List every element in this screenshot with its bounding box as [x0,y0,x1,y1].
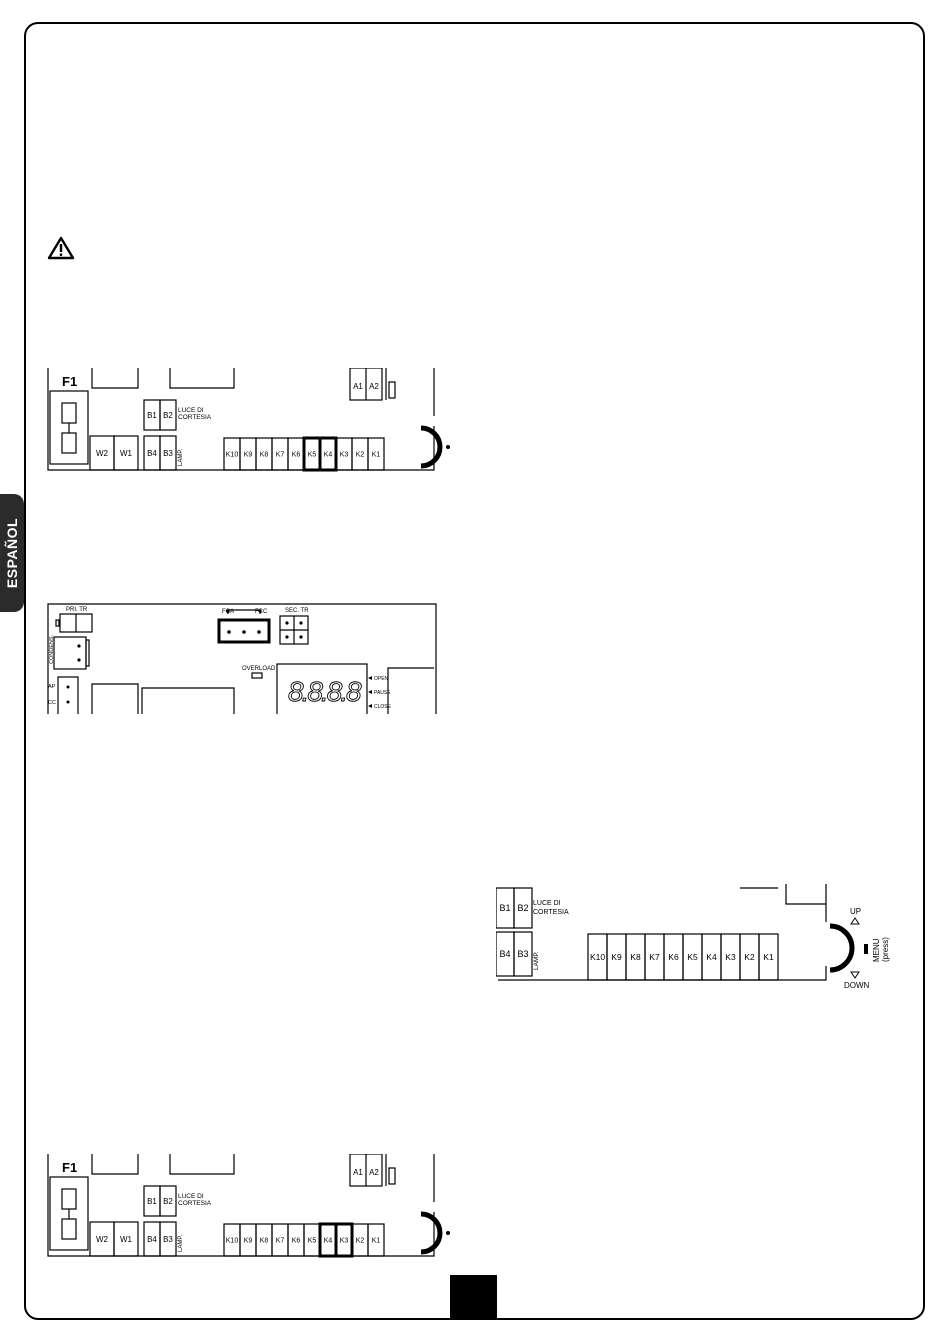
fcc-label: FCC [255,609,268,615]
up-label: UP [850,907,861,916]
terminal-k3: K3 [340,1238,349,1245]
luce-label-line1: LUCE DI [178,407,204,414]
terminal-b4: B4 [147,449,157,458]
terminal-w2: W2 [96,449,109,458]
terminal-k1: K1 [763,952,774,962]
terminal-k1: K1 [372,452,381,459]
terminal-k8: K8 [630,952,641,962]
terminal-a2: A2 [369,382,379,391]
luce-label-line2: CORTESIA [533,909,569,916]
luce-label-line1: LUCE DI [178,1193,204,1200]
terminal-k10: K10 [590,952,605,962]
terminal-k3: K3 [725,952,736,962]
terminal-k5: K5 [308,1238,317,1245]
fuse-label: F1 [62,374,77,389]
terminal-k8: K8 [260,452,269,459]
overload-label: OVERLOAD [242,666,276,672]
open-label: OPEN [374,676,389,682]
terminal-b1: B1 [147,411,157,420]
terminal-k10: K10 [226,452,239,459]
terminal-b1: B1 [147,1197,157,1206]
terminal-b1: B1 [499,903,510,913]
warning-triangle-icon [47,236,75,260]
luce-label-line2: CORTESIA [178,414,212,421]
pause-label: PAUSE [374,690,391,696]
terminal-b4: B4 [499,949,510,959]
terminal-k1: K1 [372,1238,381,1245]
terminal-b3: B3 [517,949,528,959]
terminal-k2: K2 [356,452,365,459]
terminal-w2: W2 [96,1235,109,1244]
ap-label: AP [48,684,56,690]
terminal-b2: B2 [517,903,528,913]
terminal-k4: K4 [706,952,717,962]
terminal-w1: W1 [120,1235,133,1244]
terminal-b3: B3 [163,449,173,458]
cc-label: CC [48,700,56,706]
terminal-k4: K4 [324,452,333,459]
terminal-a1: A1 [353,1168,363,1177]
luce-label-line2: CORTESIA [178,1200,212,1207]
terminal-b2: B2 [163,411,173,420]
seven-segment-display: 8.8.8.8 [288,676,362,707]
terminal-w1: W1 [120,449,133,458]
condens-label: CONDENS. [49,634,55,664]
close-label: CLOSE [374,704,392,710]
terminal-k6: K6 [668,952,679,962]
terminal-k2: K2 [356,1238,365,1245]
terminal-k9: K9 [611,952,622,962]
terminal-k9: K9 [244,1238,253,1245]
press-label: (press) [881,937,890,962]
terminal-k5: K5 [687,952,698,962]
terminal-a2: A2 [369,1168,379,1177]
terminal-k8: K8 [260,1238,269,1245]
terminal-k10: K10 [226,1238,239,1245]
terminal-k3: K3 [340,452,349,459]
language-tab-label: ESPAÑOL [4,517,20,589]
terminal-k2: K2 [744,952,755,962]
terminal-k6: K6 [292,1238,301,1245]
pri-tr-label: PRI. TR [66,607,88,613]
terminal-k4: K4 [324,1238,333,1245]
fca-label: FCA [222,609,234,615]
terminal-a1: A1 [353,382,363,391]
page-number-block [450,1275,497,1320]
terminal-k9: K9 [244,452,253,459]
terminal-b2: B2 [163,1197,173,1206]
sec-tr-label: SEC. TR [285,608,309,614]
language-tab: ESPAÑOL [0,494,24,612]
board-diagram-display: PRI. TR FCA FCC SEC. TR CONDENS. OVERLOA… [47,603,437,714]
lamp-label: LAMP. [533,951,540,970]
lamp-label: LAMP. [178,1234,184,1252]
terminal-k7: K7 [276,452,285,459]
lamp-label: LAMP. [178,448,184,466]
terminal-b4: B4 [147,1235,157,1244]
terminal-k7: K7 [276,1238,285,1245]
menu-label: MENU [872,938,881,962]
down-label: DOWN [844,981,870,990]
fuse-label: F1 [62,1160,77,1175]
terminal-k6: K6 [292,452,301,459]
luce-label-line1: LUCE DI [533,900,561,907]
terminal-k7: K7 [649,952,660,962]
terminal-b3: B3 [163,1235,173,1244]
terminal-k5: K5 [308,452,317,459]
